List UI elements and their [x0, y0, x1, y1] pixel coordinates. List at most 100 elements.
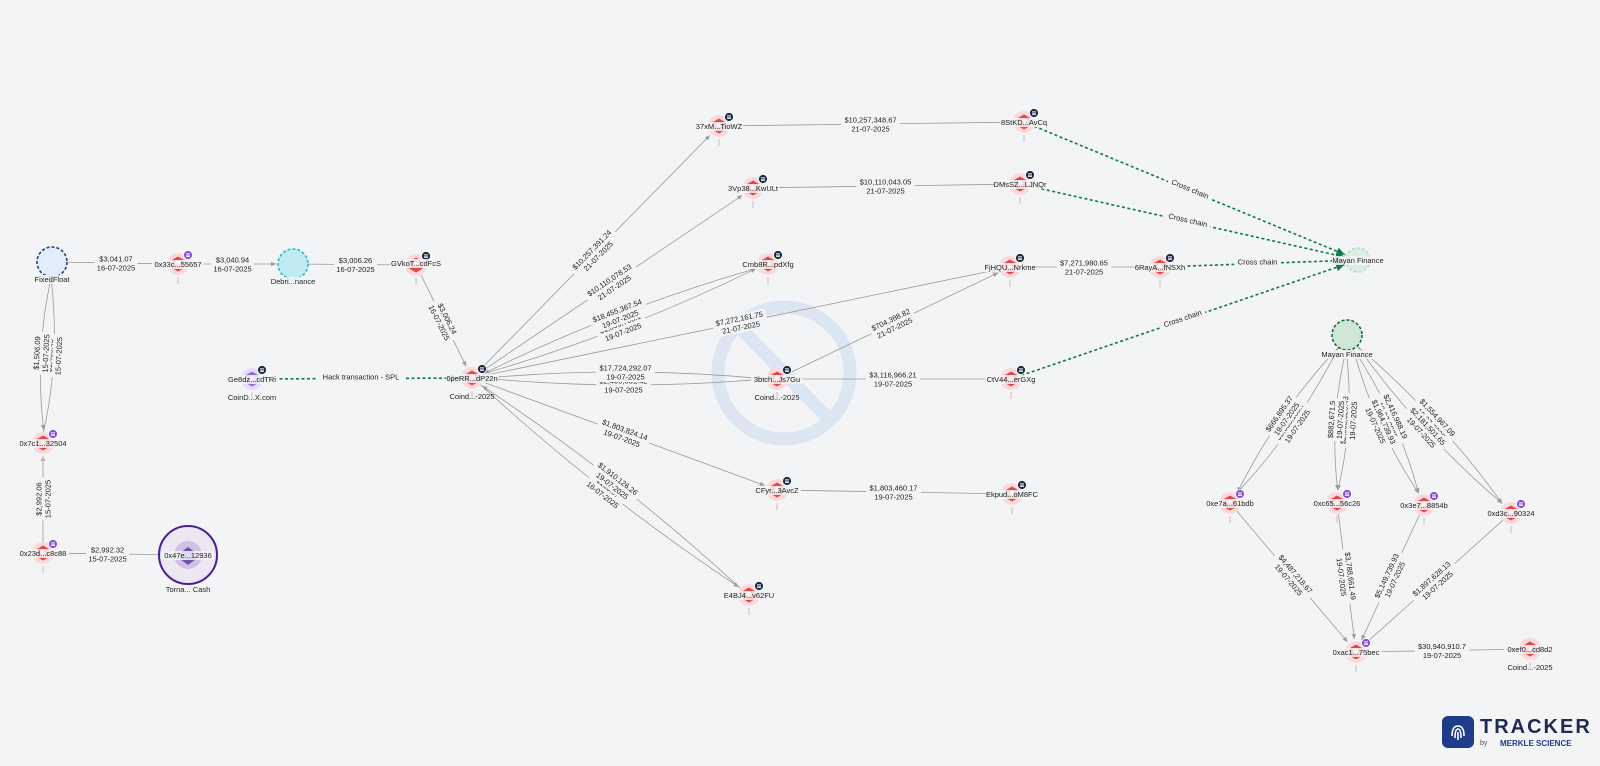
node-debri[interactable]: Debri...nance: [266, 248, 320, 286]
node-n37xm[interactable]: 37xM...TioWZ: [694, 112, 744, 147]
bridge-node-icon[interactable]: [1331, 319, 1363, 351]
edge-label-bg: [425, 297, 462, 345]
node-n0xd3c[interactable]: 0xd3c...90324: [1484, 499, 1538, 534]
node-n6raya[interactable]: 6RayA...fNSXh: [1133, 253, 1187, 288]
edge-label-bg: [594, 415, 653, 453]
solana-badge-icon: [1165, 253, 1175, 263]
edge-n6raya-mayan1[interactable]: Cross chain: [1170, 256, 1345, 268]
solana-badge-icon: [773, 250, 783, 260]
node-n8stkd[interactable]: 8StKD...AvCq: [999, 108, 1049, 143]
edge-label-bg: [1271, 397, 1316, 451]
edge-amount: $10,110,043.05: [860, 178, 912, 187]
node-mayan1[interactable]: Mayan Finance: [1331, 247, 1385, 273]
edge-label: Cross chain: [1234, 257, 1281, 267]
node-label-bg: [16, 439, 70, 448]
edge-ctv44-mayan1[interactable]: Cross chain: [1021, 263, 1346, 377]
edge-date: 19-07-2025: [1348, 401, 1359, 440]
node-fixedfloat[interactable]: FixedFloat: [31, 246, 73, 284]
edge-n8stkd-mayan1[interactable]: Cross chain: [1033, 125, 1346, 256]
node-label-bg: [752, 486, 802, 495]
node-label: E4BJ4...v62FU: [724, 591, 774, 600]
node-dmssz[interactable]: DMsSZ...LJNQr: [994, 170, 1047, 205]
node-n0x23d[interactable]: 0x23d...c8c88: [16, 539, 70, 574]
edge-line[interactable]: [1033, 125, 1346, 256]
node-label: Debri...nance: [271, 277, 316, 286]
edge-mayan2-n0xc65[interactable]: $882,671.519-07-2025: [1325, 349, 1347, 491]
node-cmb8r[interactable]: Cmb8R...pdXfg: [741, 250, 795, 285]
edge-label-bg: [582, 259, 642, 309]
brand-by: by: [1480, 740, 1488, 747]
edge-line[interactable]: [1170, 256, 1345, 268]
node-mayan2[interactable]: Mayan Finance: [1320, 319, 1374, 359]
edge-n0xac1-n0xef0[interactable]: $30,940,910.719-07-2025: [1366, 641, 1518, 661]
node-ekpud[interactable]: Ekpud...oM8FC: [986, 480, 1039, 515]
node-n0x7c1[interactable]: 0x7c1...32504: [16, 429, 70, 464]
edge-dmssz-mayan1[interactable]: Cross chain: [1030, 185, 1345, 259]
node-label: FixedFloat: [34, 275, 70, 284]
edge-date: 19-07-2025: [606, 373, 644, 382]
node-fjhqu[interactable]: FjHQU...Nrkme: [983, 253, 1037, 288]
ethereum-badge-icon: [48, 429, 58, 439]
edge-label-bg: [567, 225, 623, 281]
node-gvkot[interactable]: GVkoT...cdFcS: [389, 251, 443, 286]
node-label: Mayan Finance: [1321, 350, 1372, 359]
node-ctv44[interactable]: CtV44...erGXg: [984, 365, 1038, 400]
node-sublabel: CoinD...X.com: [228, 393, 276, 402]
node-label-bg: [1329, 648, 1383, 657]
node-n0x3e7[interactable]: 0x3e7...8854b: [1397, 491, 1451, 526]
node-e4bj[interactable]: E4BJ4...v62FU: [722, 581, 776, 616]
node-label: 0x33c...55657: [154, 260, 201, 269]
edge-label: Cross chain: [1164, 210, 1212, 230]
edge-ge8dz-n6pefr[interactable]: Hack transaction - SPL: [262, 372, 460, 382]
edge-label-bg: [711, 308, 769, 339]
node-n0xc65[interactable]: 0xc65...56c26: [1310, 489, 1364, 524]
edge-date: 21-07-2025: [1065, 268, 1103, 277]
node-label-bg: [1331, 256, 1385, 265]
node-cfyr[interactable]: CFyr...3AvcZ: [752, 476, 802, 511]
solana-badge-icon: [1029, 108, 1039, 118]
node-n0xe7a[interactable]: 0xe7a...61bdb: [1203, 489, 1257, 524]
node-label-bg: [1503, 645, 1557, 654]
node-n0xac1[interactable]: 0xac1...75bec: [1329, 638, 1383, 673]
edge-label-bg: [86, 544, 130, 564]
node-n0x33c[interactable]: 0x33c...55657: [151, 250, 205, 285]
exchange-node-icon[interactable]: [36, 246, 68, 278]
node-label: 0x3e7...8854b: [1400, 501, 1448, 510]
node-label: Mayan Finance: [1332, 256, 1383, 265]
exchange-node-icon[interactable]: [277, 248, 309, 280]
node-label: Ge8dz...cdTRi: [228, 375, 276, 384]
node-label-bg: [722, 591, 776, 600]
node-n3vp3[interactable]: 3Vp38...KwULt: [726, 174, 780, 209]
